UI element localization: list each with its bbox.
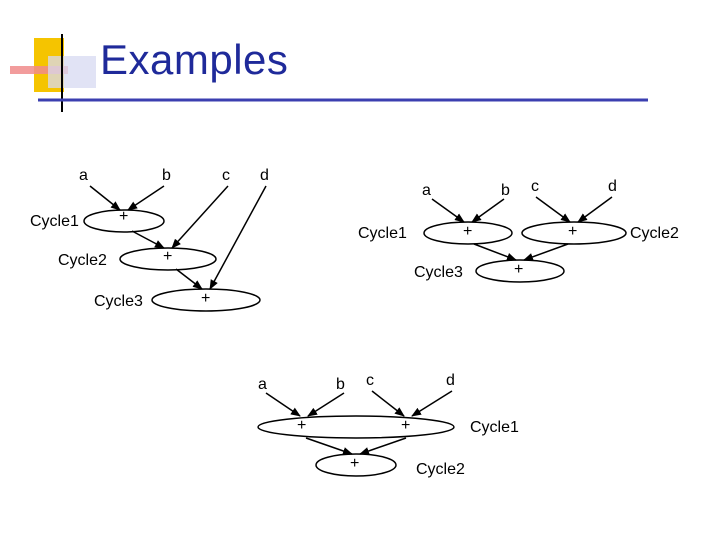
diagram2-input-b: b [501, 182, 510, 200]
diagram2-cycle2-plus: + [568, 223, 577, 241]
diagram1-edge-b [128, 186, 164, 210]
diagram3-edge-a [266, 393, 300, 416]
diagram3-input-b: b [336, 376, 345, 394]
diagram3-cycle2-plus: + [350, 455, 359, 473]
diagram3-left-plus: + [297, 417, 306, 435]
diagram1-input-b: b [162, 167, 171, 185]
diagram3-cycle2-label: Cycle2 [416, 461, 465, 479]
diagram2-edge-c [536, 197, 570, 222]
diagram1-cycle1-plus: + [119, 208, 128, 226]
diagram3-input-c: c [366, 372, 374, 390]
diagram1-edge-a [90, 186, 120, 210]
diagram3-edge-left-plus [306, 438, 352, 454]
diagram2-input-a: a [422, 182, 431, 200]
diagram3-edge-b [308, 393, 344, 416]
diagram2-input-d: d [608, 178, 617, 196]
diagram2-cycle3-label: Cycle3 [414, 264, 463, 282]
diagram1-edge-d [210, 186, 266, 289]
diagram2-edge-a [432, 199, 464, 222]
diagram2-cycle1-plus: + [463, 223, 472, 241]
diagram3-edge-right-plus [360, 438, 406, 454]
diagram1-edge-c [172, 186, 228, 248]
diagram1-cycle3-label: Cycle3 [94, 293, 143, 311]
diagram1-input-d: d [260, 167, 269, 185]
diagram2-edge-b [472, 199, 504, 222]
diagram3-input-a: a [258, 376, 267, 394]
diagram2-input-c: c [531, 178, 539, 196]
diagram3-cycle1-node [258, 416, 454, 438]
diagram2-edge-cycle1 [474, 244, 516, 260]
diagram3-cycle1-label: Cycle1 [470, 419, 519, 437]
diagram2-cycle1-label: Cycle1 [358, 225, 407, 243]
diagram1-input-a: a [79, 167, 88, 185]
diagram2-cycle3-plus: + [514, 261, 523, 279]
diagram1-cycle1-label: Cycle1 [30, 213, 79, 231]
diagram1-edge-cycle2 [176, 269, 202, 289]
diagram1-input-c: c [222, 167, 230, 185]
diagram1-cycle3-plus: + [201, 290, 210, 308]
diagram2-edge-d [578, 197, 612, 222]
diagram3-right-plus: + [401, 417, 410, 435]
diagram3-edge-c [372, 391, 404, 416]
diagram2-edge-cycle2 [524, 244, 568, 260]
diagram1-cycle2-plus: + [163, 248, 172, 266]
diagram1-edge-cycle1 [132, 231, 164, 248]
diagram3-input-d: d [446, 372, 455, 390]
diagram1-cycle2-label: Cycle2 [58, 252, 107, 270]
diagram3-edge-d [412, 391, 452, 416]
diagram2-cycle2-label: Cycle2 [630, 225, 679, 243]
